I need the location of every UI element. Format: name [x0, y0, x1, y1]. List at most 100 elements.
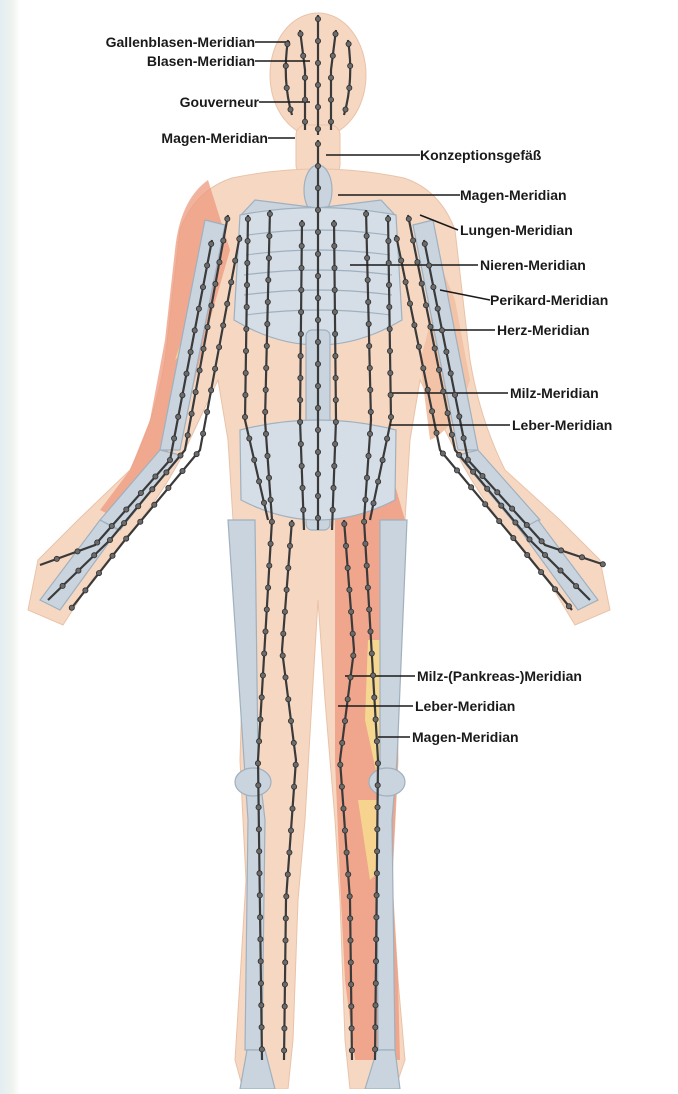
acupuncture-point	[600, 562, 605, 567]
acupuncture-point	[205, 263, 210, 268]
label-nieren-meridian: Nieren-Meridian	[480, 257, 586, 273]
acupuncture-point	[247, 436, 252, 441]
acupuncture-point	[388, 392, 393, 397]
acupuncture-point	[386, 260, 391, 265]
acupuncture-point	[373, 717, 378, 722]
acupuncture-point	[347, 894, 352, 899]
acupuncture-point	[457, 414, 462, 419]
acupuncture-point	[373, 1047, 378, 1052]
acupuncture-point	[259, 695, 264, 700]
acupuncture-point	[267, 211, 272, 216]
acupuncture-point	[330, 507, 335, 512]
acupuncture-point	[288, 718, 293, 723]
acupuncture-point	[265, 453, 270, 458]
acupuncture-point	[172, 436, 177, 441]
acupuncture-point	[347, 85, 352, 90]
acupuncture-point	[266, 585, 271, 590]
acupuncture-point	[315, 317, 320, 322]
acupuncture-point	[264, 365, 269, 370]
acupuncture-point	[302, 75, 307, 80]
acupuncture-point	[388, 414, 393, 419]
acupuncture-point	[259, 1047, 264, 1052]
acupuncture-point	[259, 1003, 264, 1008]
acupuncture-point	[258, 915, 263, 920]
acupuncture-point	[333, 441, 338, 446]
acupuncture-point	[349, 609, 354, 614]
acupuncture-point	[351, 653, 356, 658]
acupuncture-point	[365, 585, 370, 590]
acupuncture-point	[180, 468, 185, 473]
label-magen-meridian-head: Magen-Meridian	[20, 130, 268, 146]
acupuncture-point	[369, 651, 374, 656]
acupuncture-point	[509, 506, 514, 511]
acupuncture-point	[422, 241, 427, 246]
acupuncture-point	[287, 850, 292, 855]
acupuncture-point	[454, 468, 459, 473]
acupuncture-point	[315, 38, 320, 43]
acupuncture-point	[346, 41, 351, 46]
acupuncture-point	[333, 31, 338, 36]
acupuncture-point	[375, 805, 380, 810]
label-leber-meridian-leg: Leber-Meridian	[415, 698, 515, 714]
acupuncture-point	[260, 673, 265, 678]
acupuncture-point	[258, 937, 263, 942]
acupuncture-point	[465, 457, 470, 462]
acupuncture-point	[376, 479, 381, 484]
acupuncture-point	[264, 343, 269, 348]
acupuncture-point	[345, 697, 350, 702]
acupuncture-point	[349, 982, 354, 987]
acupuncture-point	[283, 916, 288, 921]
acupuncture-point	[428, 324, 433, 329]
acupuncture-point	[300, 485, 305, 490]
acupuncture-point	[348, 63, 353, 68]
acupuncture-point	[344, 850, 349, 855]
acupuncture-point	[434, 430, 439, 435]
acupuncture-point	[539, 539, 544, 544]
acupuncture-point	[257, 893, 262, 898]
acupuncture-point	[374, 893, 379, 898]
acupuncture-point	[368, 409, 373, 414]
acupuncture-point	[525, 552, 530, 557]
acupuncture-point	[150, 487, 155, 492]
acupuncture-point	[265, 299, 270, 304]
acupuncture-point	[347, 587, 352, 592]
acupuncture-point	[315, 104, 320, 109]
acupuncture-point	[431, 285, 436, 290]
acupuncture-point	[263, 387, 268, 392]
acupuncture-point	[225, 301, 230, 306]
acupuncture-point	[256, 805, 261, 810]
acupuncture-point	[268, 541, 273, 546]
acupuncture-point	[457, 452, 462, 457]
acupuncture-point	[485, 486, 490, 491]
acupuncture-point	[282, 609, 287, 614]
acupuncture-point	[217, 260, 222, 265]
acupuncture-point	[419, 281, 424, 286]
acupuncture-point	[439, 328, 444, 333]
acupuncture-point	[286, 565, 291, 570]
acupuncture-point	[257, 479, 262, 484]
acupuncture-point	[299, 243, 304, 248]
acupuncture-point	[152, 502, 157, 507]
acupuncture-point	[258, 717, 263, 722]
acupuncture-point	[469, 485, 474, 490]
acupuncture-point	[138, 519, 143, 524]
acupuncture-point	[229, 280, 234, 285]
acupuncture-point	[262, 651, 267, 656]
acupuncture-point	[315, 383, 320, 388]
acupuncture-point	[368, 387, 373, 392]
acupuncture-point	[348, 916, 353, 921]
acupuncture-point	[386, 282, 391, 287]
acupuncture-point	[110, 553, 115, 558]
acupuncture-point	[499, 503, 504, 508]
acupuncture-point	[349, 1026, 354, 1031]
acupuncture-point	[333, 419, 338, 424]
acupuncture-point	[345, 565, 350, 570]
acupuncture-point	[342, 521, 347, 526]
acupuncture-point	[373, 981, 378, 986]
acupuncture-point	[184, 371, 189, 376]
acupuncture-point	[552, 587, 557, 592]
acupuncture-point	[331, 485, 336, 490]
acupuncture-point	[380, 458, 385, 463]
acupuncture-point	[233, 258, 238, 263]
